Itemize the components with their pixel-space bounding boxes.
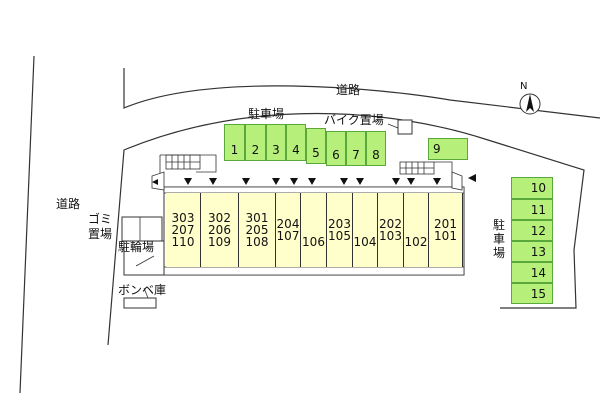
unit-number: 303 xyxy=(171,211,195,225)
parking-label-right: 駐車場 xyxy=(492,218,505,260)
gas-cylinder-label: ボンベ庫 xyxy=(118,283,167,297)
unit-number: 302 xyxy=(208,211,231,225)
unit-number: 103 xyxy=(379,229,402,243)
unit-number: 203 xyxy=(328,217,351,231)
parking-slot-7: 7 xyxy=(346,131,366,166)
garbage-area xyxy=(121,216,163,242)
unit-number: 206 xyxy=(208,223,231,237)
unit-number: 204 xyxy=(276,217,300,231)
unit-number: 202 xyxy=(379,217,402,231)
north-label: N xyxy=(520,81,528,92)
garbage-label-2: 置場 xyxy=(88,227,113,241)
unit-number: 105 xyxy=(328,229,351,243)
parking-slot-4: 4 xyxy=(286,124,306,161)
balcony xyxy=(163,266,465,276)
door-marker xyxy=(308,178,316,185)
bike-parking-box xyxy=(397,119,413,135)
door-marker xyxy=(356,178,364,185)
road-edge-top xyxy=(123,68,600,119)
parking-slot-3: 3 xyxy=(266,124,286,161)
door-marker xyxy=(407,178,415,185)
door-marker xyxy=(272,178,280,185)
parking-slot-6: 6 xyxy=(326,131,346,166)
parking-slot-2: 2 xyxy=(245,124,266,161)
stairs-left-steps xyxy=(166,155,200,169)
door-marker xyxy=(242,178,250,185)
arrow-right xyxy=(468,174,476,182)
unit-number: 108 xyxy=(245,235,269,249)
parking-slot-14: 14 xyxy=(511,262,553,283)
parking-slot-13: 13 xyxy=(511,241,553,262)
parking-slot-8: 8 xyxy=(366,131,386,166)
unit-number: 104 xyxy=(353,235,377,249)
entrance-right xyxy=(451,171,463,191)
parking-slot-9: 9 xyxy=(428,138,468,160)
road-edge-left-outer xyxy=(19,55,35,394)
unit-number: 205 xyxy=(245,223,269,237)
bike-parking-label: バイク置場 xyxy=(324,113,384,127)
unit-number: 109 xyxy=(208,235,231,249)
road-label-left: 道路 xyxy=(56,197,81,211)
unit-block: 102 xyxy=(404,193,429,267)
door-marker xyxy=(340,178,348,185)
unit-number: 301 xyxy=(245,211,269,225)
gas-cylinder-shed xyxy=(123,297,157,309)
unit-number: 110 xyxy=(171,235,195,249)
north-arrow xyxy=(526,94,534,112)
parking-slot-5: 5 xyxy=(306,128,326,164)
door-marker xyxy=(433,178,441,185)
door-marker xyxy=(392,178,400,185)
site-boundary xyxy=(107,112,585,346)
parking-slot-15: 15 xyxy=(511,283,553,304)
unit-number: 106 xyxy=(302,235,325,249)
bicycle-area xyxy=(123,240,165,276)
unit-number: 107 xyxy=(276,229,300,243)
unit-number: 102 xyxy=(404,235,428,249)
parking-label-top: 駐車場 xyxy=(248,107,285,121)
bicycle-parking-label: 駐輪場 xyxy=(118,240,155,254)
unit-number: 207 xyxy=(171,223,195,237)
parking-slot-11: 11 xyxy=(511,199,553,220)
stairs-right-steps xyxy=(400,162,434,174)
unit-number: 101 xyxy=(434,229,457,243)
garbage-label-1: ゴミ xyxy=(88,212,113,226)
door-marker xyxy=(290,178,298,185)
parking-slot-12: 12 xyxy=(511,220,553,241)
parking-slot-10: 10 xyxy=(511,177,553,199)
unit-block: 106 xyxy=(301,193,327,267)
unit-number: 201 xyxy=(434,217,457,231)
road-label-top: 道路 xyxy=(336,83,361,97)
parking-slot-1: 1 xyxy=(224,124,245,161)
door-marker xyxy=(184,178,192,185)
unit-block: 104 xyxy=(353,193,378,267)
door-marker xyxy=(209,178,217,185)
